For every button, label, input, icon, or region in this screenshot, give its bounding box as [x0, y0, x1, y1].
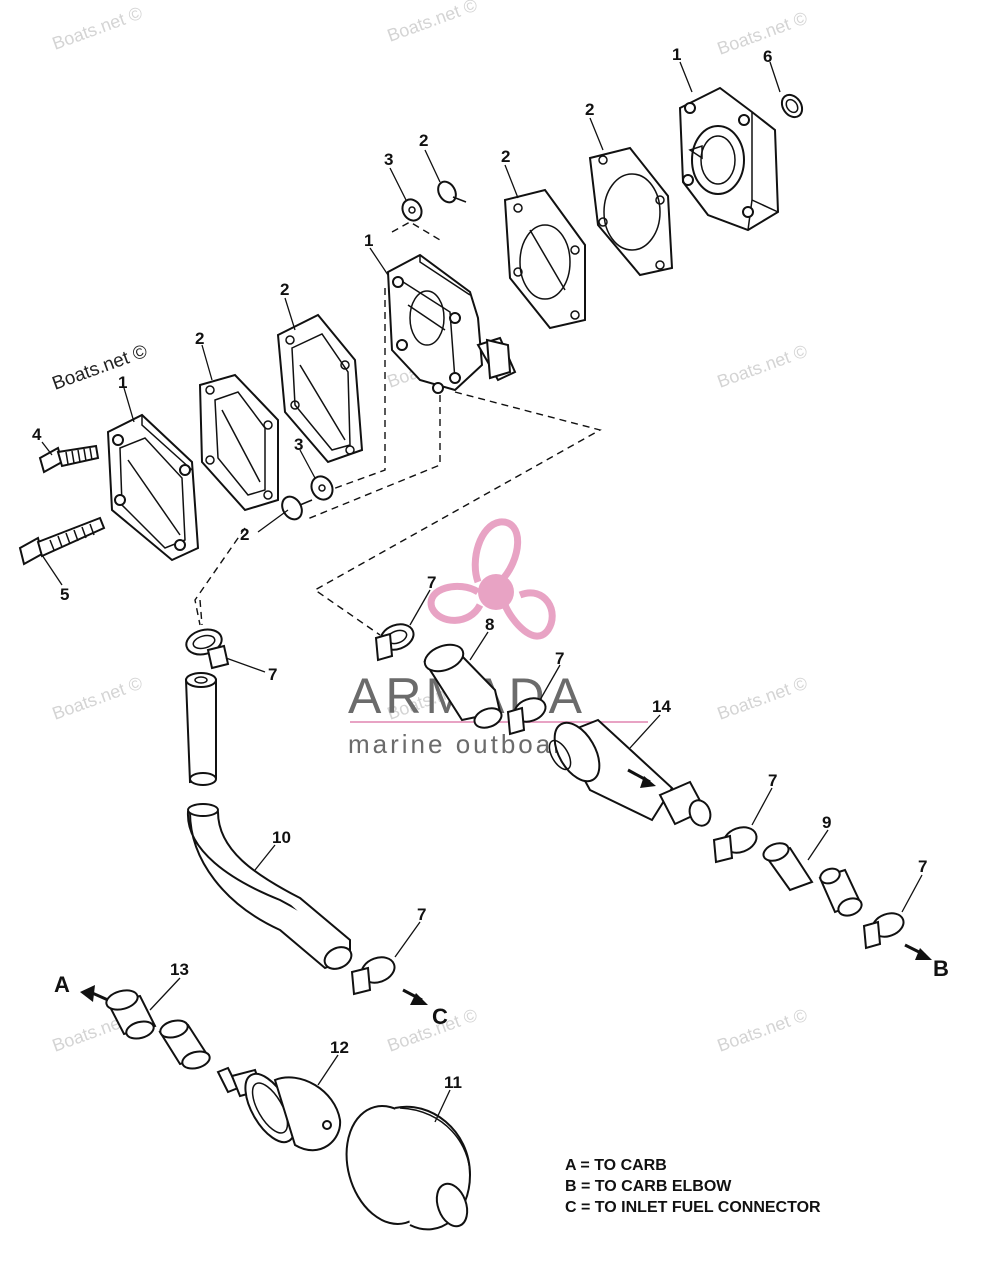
watermark: Boats.net © [715, 1005, 810, 1056]
destination-c: C [432, 1004, 448, 1029]
callout-left-cover: 1 [118, 373, 127, 392]
upper-valve [437, 180, 467, 204]
primer-bulb-cover [345, 1105, 472, 1231]
upper-gasket [503, 188, 586, 330]
hose-9 [762, 842, 863, 917]
callout-upper-valve: 2 [419, 131, 428, 150]
lower-washer [310, 475, 334, 501]
callout-filter: 14 [652, 697, 671, 716]
callouts: 1 6 2 2 2 3 1 2 2 1 4 5 3 2 7 7 8 7 14 7… [32, 45, 927, 1092]
callout-upper-washer: 3 [384, 150, 393, 169]
fuel-filter [548, 718, 712, 827]
arrow-head-c [410, 993, 428, 1005]
callout-mid-gasket: 2 [280, 280, 289, 299]
hose-vertical [184, 672, 217, 786]
callout-primer-bulb: 12 [330, 1038, 349, 1057]
destination-b: B [933, 956, 949, 981]
callout-upper-gasket: 2 [501, 147, 510, 166]
mid-gasket [276, 313, 364, 464]
o-ring [780, 93, 804, 119]
watermark: Boats.net © [715, 341, 810, 392]
left-gasket [198, 373, 279, 512]
callout-lower-valve: 2 [240, 525, 249, 544]
o-ring-inner [785, 98, 799, 114]
callout-hose-13: 13 [170, 960, 189, 979]
callout-pump-body: 1 [364, 231, 373, 250]
legend-item-a: A = TO CARB [565, 1157, 667, 1174]
callout-lower-washer: 3 [294, 435, 303, 454]
primer-bulb [216, 1066, 342, 1152]
propeller-icon [427, 518, 556, 640]
callout-o-ring: 6 [763, 47, 772, 66]
assembly-dashed-lines [194, 221, 602, 636]
leader-lines [41, 61, 923, 1123]
screw-short [38, 444, 100, 474]
legend-item-b: B = TO CARB ELBOW [565, 1178, 732, 1195]
callout-clamp-e: 7 [918, 857, 927, 876]
pump-body [386, 253, 517, 394]
upper-washer [401, 198, 423, 222]
hose-8 [423, 643, 503, 729]
callout-screw-long: 5 [60, 585, 69, 604]
callout-left-gasket: 2 [195, 329, 204, 348]
screw-long [18, 516, 106, 566]
hose-10 [186, 803, 353, 970]
propeller-hub [478, 574, 514, 610]
hose-13 [105, 989, 211, 1070]
left-cover [106, 413, 200, 562]
watermark-dark: Boats.net © [50, 341, 151, 395]
top-gasket [588, 146, 674, 277]
callout-clamp-d: 7 [768, 771, 777, 790]
callout-hose-10: 10 [272, 828, 291, 847]
lower-valve [281, 495, 313, 521]
watermark: Boats.net © [50, 673, 145, 724]
callout-screw-short: 4 [32, 425, 42, 444]
clamp [185, 628, 230, 670]
watermark: Boats.net © [50, 3, 145, 54]
callout-clamp-b: 7 [268, 665, 277, 684]
clamp [862, 912, 905, 950]
clamp [350, 956, 396, 996]
callout-top-pump-cover: 1 [672, 45, 681, 64]
callout-clamp-c: 7 [555, 649, 564, 668]
callout-clamp-a: 7 [427, 573, 436, 592]
clamp [712, 826, 758, 864]
arrow-head-a [80, 985, 95, 1002]
callout-clamp-f: 7 [417, 905, 426, 924]
legend-item-c: C = TO INLET FUEL CONNECTOR [565, 1199, 821, 1216]
callout-top-gasket: 2 [585, 100, 594, 119]
legend: A = TO CARB B = TO CARB ELBOW C = TO INL… [565, 1155, 821, 1218]
clamp [374, 623, 415, 662]
arrow-head-b [915, 948, 932, 960]
watermark: Boats.net © [715, 673, 810, 724]
clamp [506, 697, 547, 736]
callout-hose-9: 9 [822, 813, 831, 832]
callout-bulb-cover: 11 [444, 1073, 462, 1092]
watermark: Boats.net © [385, 0, 480, 46]
destination-a: A [54, 972, 70, 997]
callout-hose-8: 8 [485, 615, 494, 634]
top-pump-cover [678, 86, 780, 232]
